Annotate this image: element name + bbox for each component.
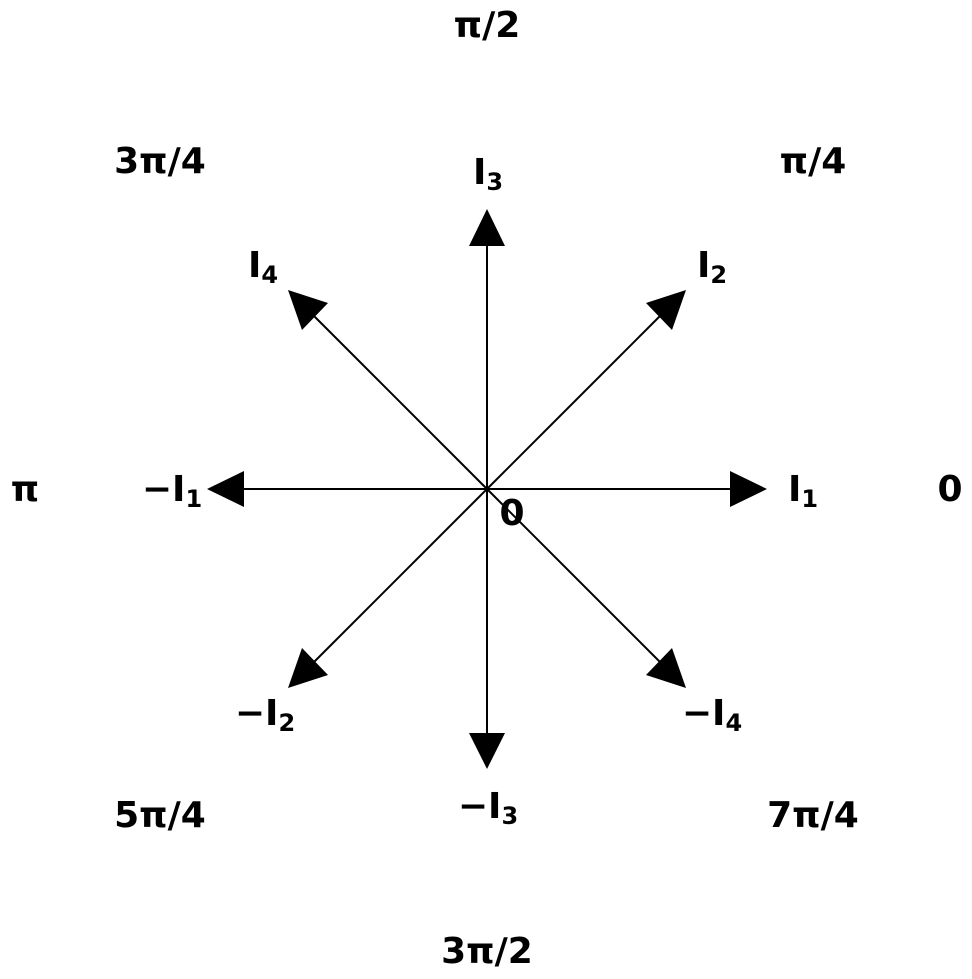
- arrow-neg-i2-shaft: [311, 488, 488, 665]
- angle-label-pi-2: π/2: [454, 5, 521, 46]
- vector-label-i4: I4: [248, 245, 278, 289]
- angle-labels: 0 π/4 π/2 3π/4 π 5π/4 3π/2 7π/4: [11, 5, 963, 972]
- arrow-neg-i4-head: [646, 648, 686, 688]
- angle-label-0: 0: [937, 469, 962, 510]
- angle-label-3pi-2: 3π/2: [441, 931, 533, 972]
- vector-labels: I1 I2 I3 I4 −I1 −I2 −I3 −I4: [142, 152, 818, 830]
- vector-label-i3: I3: [473, 152, 503, 196]
- arrow-i2-head: [646, 290, 686, 330]
- arrow-i3-head: [469, 209, 505, 246]
- origin-label: 0: [499, 493, 524, 534]
- angle-label-pi: π: [11, 469, 39, 510]
- arrow-i4-head: [288, 290, 328, 330]
- vector-label-neg-i1: −I1: [142, 469, 202, 513]
- angle-label-3pi-4: 3π/4: [114, 141, 206, 182]
- vector-label-i1: I1: [788, 469, 818, 513]
- arrow-i4-shaft: [311, 313, 488, 490]
- arrow-i2-shaft: [486, 313, 663, 490]
- arrow-i1-head: [730, 471, 767, 507]
- vector-label-neg-i4: −I4: [682, 693, 742, 737]
- arrow-neg-i4-shaft: [486, 488, 663, 665]
- vector-label-neg-i3: −I3: [458, 786, 518, 830]
- arrow-neg-i3-head: [469, 733, 505, 769]
- vector-label-i2: I2: [697, 245, 727, 289]
- vector-label-neg-i2: −I2: [235, 693, 295, 737]
- arrow-neg-i1-head: [207, 471, 244, 507]
- arrows: [207, 209, 767, 769]
- arrow-neg-i2-head: [288, 648, 328, 688]
- angle-label-7pi-4: 7π/4: [767, 795, 859, 836]
- angle-label-5pi-4: 5π/4: [114, 795, 206, 836]
- angle-label-pi-4: π/4: [780, 141, 847, 182]
